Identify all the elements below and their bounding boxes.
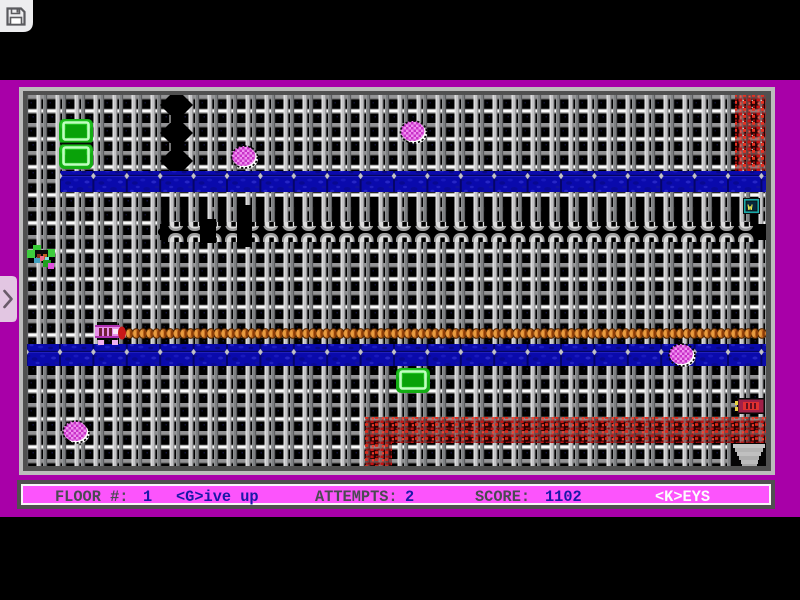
svg-text:1: 1 [143, 488, 152, 506]
svg-text:<K>EYS: <K>EYS [655, 488, 710, 506]
svg-text:W: W [748, 203, 754, 213]
svg-text:2: 2 [405, 488, 414, 506]
svg-text:1102: 1102 [545, 488, 582, 506]
svg-text:ATTEMPTS:: ATTEMPTS: [315, 488, 398, 506]
svg-text:SCORE:: SCORE: [475, 488, 530, 506]
svg-text:FLOOR #:: FLOOR #: [55, 488, 128, 506]
svg-text:<G>ive up: <G>ive up [176, 488, 259, 506]
